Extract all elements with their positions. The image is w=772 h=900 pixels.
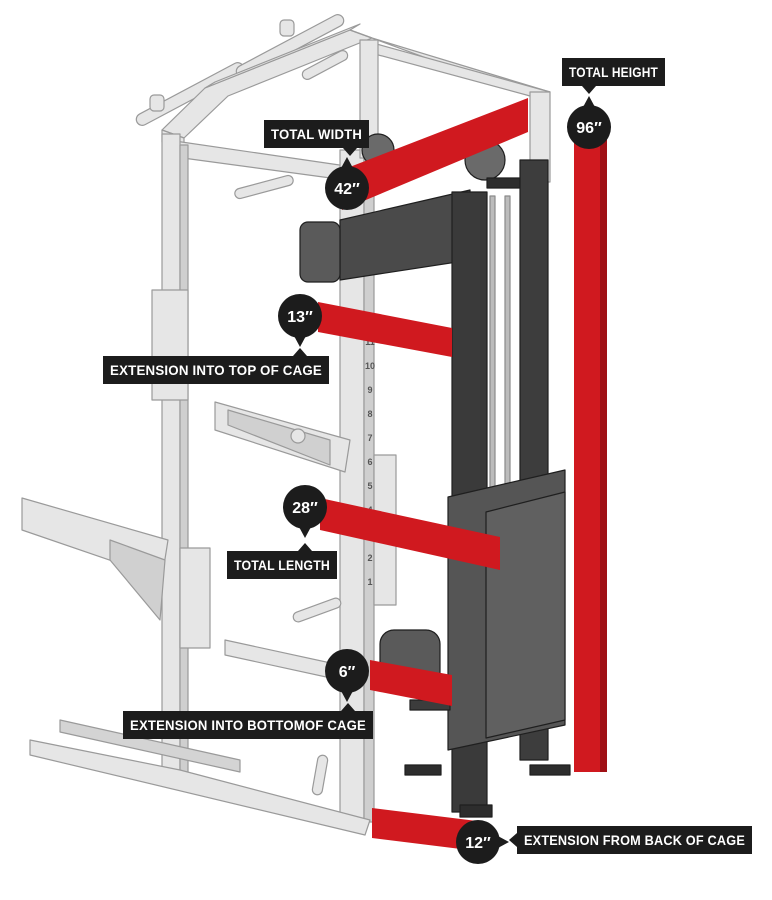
label-pointer	[293, 348, 307, 356]
hole-number: 1	[367, 577, 372, 587]
extension-top-bar	[318, 302, 452, 357]
hole-number: 5	[367, 481, 372, 491]
total-length-label: TOTAL LENGTH	[227, 543, 337, 579]
badge-circle	[325, 166, 369, 210]
label-box	[103, 356, 329, 384]
label-box	[517, 826, 752, 854]
plate-storage-pins	[234, 174, 342, 796]
badge-circle	[325, 649, 369, 693]
extension-top-value: 13″	[287, 309, 313, 326]
left-upright	[161, 133, 189, 775]
hole-number: 2	[367, 553, 372, 563]
hole-number: 10	[365, 361, 375, 371]
total-width-value: 42″	[334, 181, 360, 198]
hole-number: 9	[367, 385, 372, 395]
label-pointer	[343, 148, 357, 156]
hole-number: 8	[367, 409, 372, 419]
hole-number: 11	[365, 337, 375, 347]
label-pointer	[509, 833, 517, 847]
badge-circle	[278, 294, 322, 338]
safety-arm-lower	[21, 497, 169, 621]
extension-back-label-text: EXTENSION FROM BACK OF CAGE	[524, 832, 745, 848]
side-bracket-lower	[179, 547, 211, 649]
label-pointer	[298, 543, 312, 551]
top-frame	[161, 23, 551, 183]
total-height-label: TOTAL HEIGHT	[562, 58, 665, 94]
extension-top-label: EXTENSION INTO TOP OF CAGE	[103, 348, 329, 384]
extension-back-label: EXTENSION FROM BACK OF CAGE	[509, 826, 752, 854]
extension-bottom-value: 6″	[339, 664, 356, 681]
hole-number: 7	[367, 433, 372, 443]
total-width-bar	[342, 98, 528, 210]
extension-top-badge: 13″	[278, 294, 322, 347]
extension-top-label-text: EXTENSION INTO TOP OF CAGE	[110, 362, 322, 378]
extension-back-badge: 12″	[456, 820, 509, 864]
label-box	[123, 711, 373, 739]
label-box	[562, 58, 665, 86]
label-pointer	[582, 86, 596, 94]
total-height-badge: 96″	[567, 96, 611, 149]
labels: TOTAL HEIGHT TOTAL WIDTH EXTENSION INTO TO…	[103, 58, 752, 854]
total-width-badge: 42″	[325, 157, 369, 210]
safety-arm-upper	[214, 401, 351, 473]
total-length-value: 28″	[292, 500, 318, 517]
extension-bottom-label: EXTENSION INTO BOTTOMOF CAGE	[123, 703, 373, 739]
label-box	[264, 120, 369, 148]
badges: 96″ 42″ 13″ 28″ 6″ 12″	[278, 96, 611, 864]
badge-circle	[567, 105, 611, 149]
badge-circle	[456, 820, 500, 864]
extension-back-value: 12″	[465, 835, 491, 852]
total-height-label-text: TOTAL HEIGHT	[569, 64, 658, 80]
total-height-value: 96″	[576, 120, 602, 137]
total-width-label-text: TOTAL WIDTH	[271, 126, 362, 142]
label-box	[227, 551, 337, 579]
hole-number: 6	[367, 457, 372, 467]
badge-circle	[283, 485, 327, 529]
pullup-handles	[135, 14, 349, 126]
total-width-label: TOTAL WIDTH	[264, 120, 369, 156]
label-pointer	[341, 703, 355, 711]
total-length-bar	[320, 498, 500, 570]
extension-bottom-label-text: EXTENSION INTO BOTTOMOF CAGE	[130, 717, 366, 733]
total-length-badge: 28″	[283, 485, 327, 538]
total-length-label-text: TOTAL LENGTH	[234, 557, 330, 573]
extension-bottom-badge: 6″	[325, 649, 369, 702]
extension-bottom-bar	[370, 660, 452, 706]
